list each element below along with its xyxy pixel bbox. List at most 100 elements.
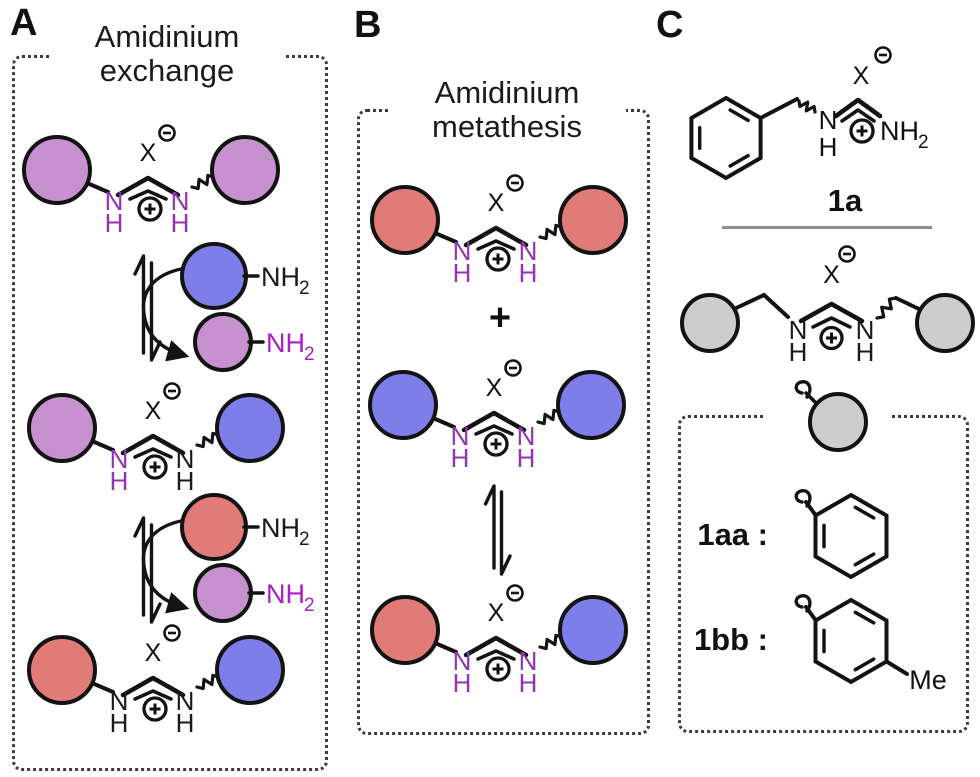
atom-label: H <box>819 132 838 162</box>
atom-label: H <box>453 668 472 698</box>
bond <box>85 181 110 194</box>
r-group-circle-left <box>370 595 440 665</box>
squiggle-bond <box>536 408 562 426</box>
atom-label: N <box>110 444 129 474</box>
minus-charge-icon <box>874 46 892 64</box>
atom-label: N <box>451 421 470 451</box>
plus-charge-icon <box>483 431 509 457</box>
minus-charge-icon <box>506 174 524 192</box>
atom-label: H <box>171 208 190 238</box>
atom-label: H <box>453 258 472 288</box>
bond <box>804 605 818 622</box>
squiggle-bond <box>797 99 817 114</box>
x-counterion-label: X <box>823 261 840 289</box>
amine-nh2-label: NH <box>266 579 305 609</box>
atom-label: H <box>519 668 538 698</box>
atom-label: N <box>519 236 538 266</box>
legend-1aa-label: 1aa : <box>697 517 768 552</box>
amine-nh2-label: NH <box>261 513 300 543</box>
squiggle-bond <box>195 431 221 449</box>
r-group-circle-right <box>558 185 628 255</box>
r-group-circle-right <box>558 595 628 665</box>
double-bond <box>120 433 186 456</box>
panel-a-title: Amidinium exchange <box>50 20 284 88</box>
atom-label: N <box>176 686 195 716</box>
x-counterion-label: X <box>488 599 505 627</box>
ring-inner-double-bond <box>728 153 750 168</box>
double-bond <box>461 410 527 433</box>
panel-c-label: C <box>656 4 684 46</box>
amine-nh2-label: NH <box>261 262 300 292</box>
double-bond <box>463 635 529 658</box>
divider-line <box>722 226 932 229</box>
bond <box>762 293 790 319</box>
equilibrium-harpoon-a2-left <box>133 516 146 617</box>
amine-circle <box>193 563 253 623</box>
atom-label: N <box>819 105 838 135</box>
equilibrium-harpoon-a1-left <box>133 254 146 355</box>
atom-label: H <box>517 443 536 473</box>
panel-a-title-line2: exchange <box>99 53 235 88</box>
atom-label: H <box>789 337 808 367</box>
double-bond <box>128 189 168 201</box>
bond <box>431 416 456 429</box>
r-group-circle-right <box>210 135 280 205</box>
plus-charge-icon <box>142 696 168 722</box>
double-bond <box>476 649 516 661</box>
double-bond <box>840 108 876 123</box>
x-counterion-label: X <box>145 397 162 425</box>
minus-charge-icon <box>506 584 524 602</box>
exchange-curved-arrow-1 <box>141 266 190 362</box>
benzene-ring <box>689 95 763 181</box>
r-group-circle-left <box>680 293 740 353</box>
atom-label: N <box>453 646 472 676</box>
attachment-squiggle-icon <box>794 489 812 508</box>
bond <box>730 293 766 312</box>
double-bond <box>463 225 529 248</box>
plus-charge-icon <box>849 118 875 144</box>
x-counterion-label: X <box>140 139 157 167</box>
amine-circle <box>193 312 253 372</box>
panel-b-title-line1: Amidinium <box>434 75 580 110</box>
double-bond <box>115 175 181 198</box>
r-group-circle-right <box>215 635 285 705</box>
double-bond <box>133 447 173 459</box>
nh2-label: NH <box>880 116 919 146</box>
bond <box>758 97 799 120</box>
atom-label: N <box>856 315 875 345</box>
ring-inner-double-bond <box>853 610 876 625</box>
squiggle-bond <box>190 173 216 191</box>
plus-charge-icon <box>485 246 511 272</box>
squiggle-bond <box>538 633 564 651</box>
atom-label: H <box>856 337 875 367</box>
atom-label: N <box>789 315 808 345</box>
plus-charge-icon <box>142 454 168 480</box>
compound-1a-label: 1a <box>827 183 863 218</box>
panel-b-title: Amidinium metathesis <box>388 76 626 144</box>
legend-1bb-label: 1bb : <box>693 622 768 657</box>
amine-circle <box>180 493 248 561</box>
double-bond <box>798 301 865 324</box>
ring-inner-double-bond <box>853 552 876 567</box>
minus-charge-icon <box>163 382 181 400</box>
ring-inner-double-bond <box>853 505 876 520</box>
amine-nh2-subscript: 2 <box>304 595 315 616</box>
r-group-circle-right <box>915 293 975 353</box>
plus-reaction-sign: + <box>488 297 512 339</box>
x-counterion-label: X <box>145 639 162 667</box>
amine-nh2-subscript: 2 <box>299 278 310 299</box>
bond <box>90 439 115 452</box>
squiggle-bond <box>195 673 221 691</box>
double-bond <box>833 97 883 119</box>
amine-nh2-subscript: 2 <box>299 529 310 550</box>
